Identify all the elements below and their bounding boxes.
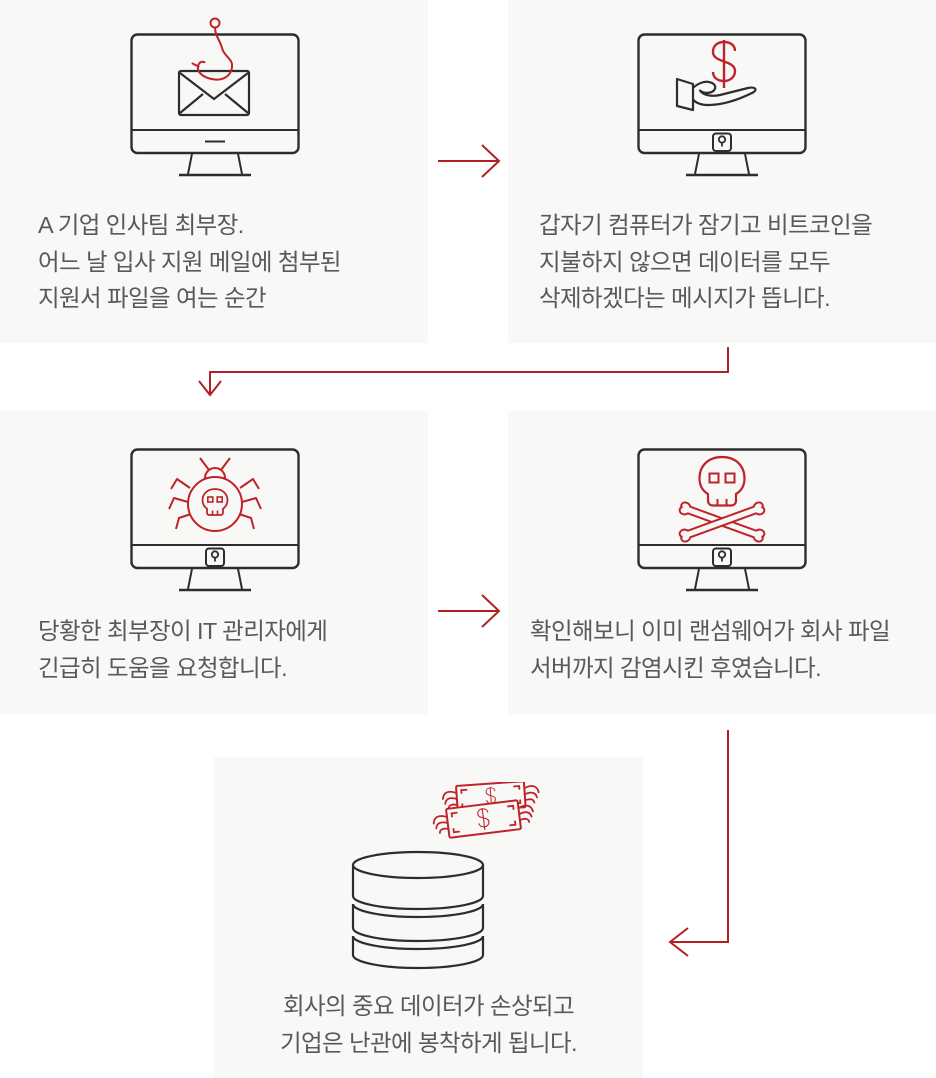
step-5-caption: 회사의 중요 데이터가 손상되고 기업은 난관에 봉착하게 됩니다.	[214, 988, 643, 1061]
keyhole-badge-icon	[205, 547, 225, 567]
monitor-skull-crossbones-icon	[637, 448, 807, 592]
caption-line: 당황한 최부장이 IT 관리자에게	[38, 618, 328, 644]
arrow-elbow-step2-to-step3-icon	[198, 347, 729, 397]
step-3-caption: 당황한 최부장이 IT 관리자에게 긴급히 도움을 요청합니다.	[38, 613, 328, 686]
caption-line: 어느 날 입사 지원 메일에 첨부된	[38, 248, 342, 275]
caption-line: 회사의 중요 데이터가 손상되고	[282, 993, 575, 1019]
open-hand-icon	[675, 77, 757, 112]
caption-line: 확인해보니 이미 랜섬웨어가 회사 파일	[530, 618, 891, 644]
step-2-caption: 갑자기 컴퓨터가 잠기고 비트코인을 지불하지 않으면 데이터를 모두 삭제하겠…	[539, 207, 873, 317]
keyhole-badge-icon	[712, 132, 732, 152]
caption-line: 삭제하겠다는 메시지가 뜹니다.	[539, 285, 831, 311]
database-money-loss-icon	[351, 782, 540, 970]
step-panel-1	[0, 0, 428, 343]
skull-crossbones-icon	[678, 455, 766, 543]
monitor-ransom-demand-icon	[637, 33, 807, 177]
flying-money-icon	[432, 782, 540, 839]
envelope-icon	[177, 69, 251, 117]
step-4-caption: 확인해보니 이미 랜섬웨어가 회사 파일 서버까지 감염시킨 후였습니다.	[530, 613, 891, 686]
caption-line: 서버까지 감염시킨 후였습니다.	[530, 654, 822, 681]
keyhole-badge-icon	[712, 547, 732, 567]
bug-skull-icon	[168, 457, 262, 532]
monitor-phishing-mail-icon	[130, 17, 300, 177]
arrow-right-step3-to-step4-icon	[438, 594, 501, 628]
caption-line: A 기업 인사팀 최부장.	[38, 212, 244, 238]
fishing-hook-icon	[191, 17, 234, 81]
step-1-caption: A 기업 인사팀 최부장. 어느 날 입사 지원 메일에 첨부된 지원서 파일을…	[38, 207, 342, 317]
caption-line: 기업은 난관에 봉착하게 됩니다.	[280, 1029, 578, 1056]
caption-line: 긴급히 도움을 요청합니다.	[38, 654, 288, 681]
caption-line: 지불하지 않으면 데이터를 모두	[539, 248, 831, 275]
caption-line: 지원서 파일을 여는 순간	[38, 285, 267, 311]
dollar-sign-icon	[711, 38, 737, 90]
monitor-malware-bug-icon	[130, 448, 300, 592]
step-panel-2	[508, 0, 936, 343]
arrow-elbow-step4-to-step5-icon	[668, 730, 729, 957]
arrow-right-step1-to-step2-icon	[438, 144, 501, 178]
database-icon	[351, 850, 485, 970]
caption-line: 갑자기 컴퓨터가 잠기고 비트코인을	[539, 212, 873, 238]
